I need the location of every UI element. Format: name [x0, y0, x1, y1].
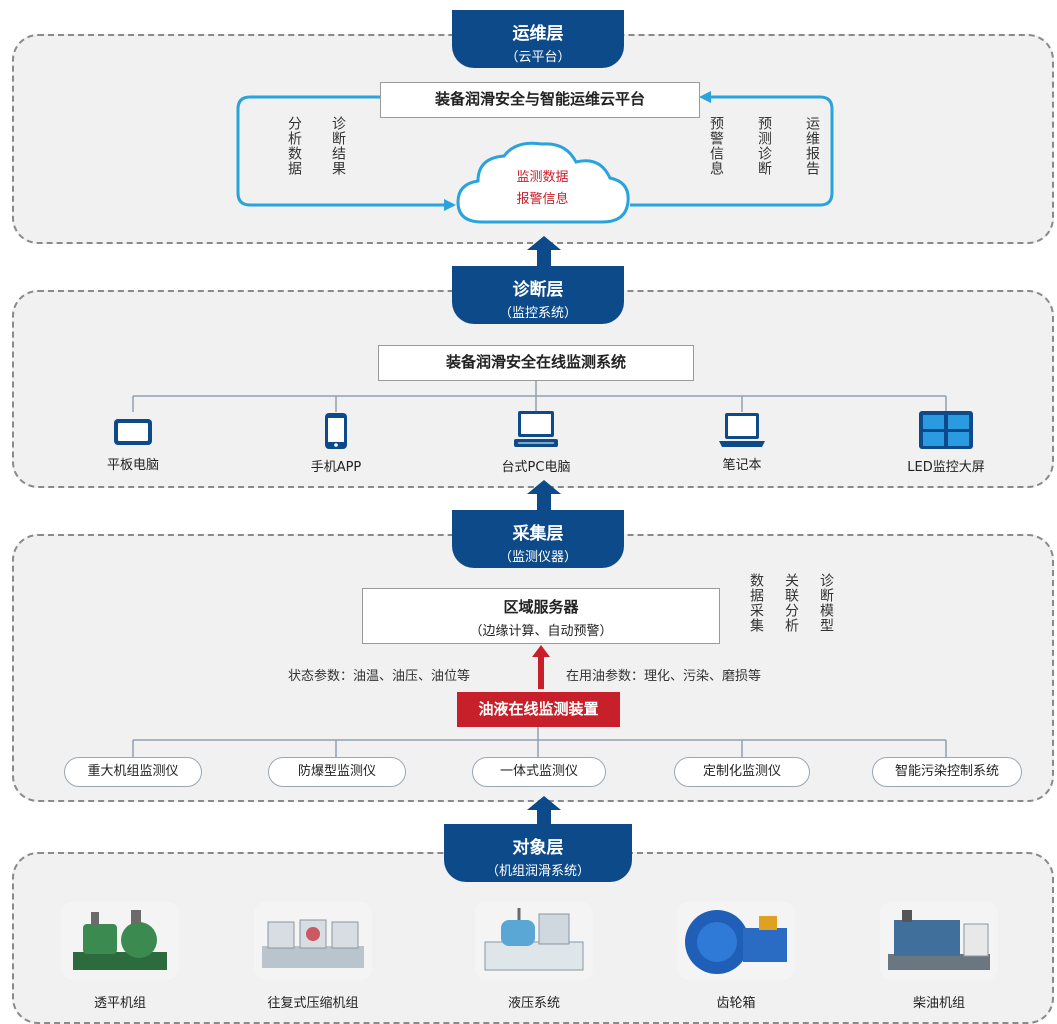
ops-layer-subtitle: （云平台）: [505, 50, 571, 65]
instrument-major-unit: 重大机组监测仪: [64, 757, 202, 787]
device-laptop: 笔记本: [682, 412, 802, 473]
instrument-connector-lines: [132, 727, 947, 757]
collect-layer-title: 采集层: [512, 524, 564, 544]
device-phone: 手机APP: [276, 412, 396, 475]
side-label-data-collection: 数据采集: [748, 573, 764, 633]
gearbox-image: [677, 902, 795, 980]
instrument-integrated-label: 一体式监测仪: [499, 764, 578, 779]
cloud-line-1: 监测数据: [516, 170, 569, 185]
red-up-arrow: [532, 645, 550, 689]
diag-connector-lines: [132, 381, 947, 412]
diesel-unit-image: [880, 902, 998, 980]
device-desktop: 台式PC电脑: [476, 410, 596, 475]
equipment-turbine-unit-label: 透平机组: [93, 996, 146, 1011]
cloud-text: 监测数据 报警信息: [480, 167, 605, 211]
equipment-gearbox: 齿轮箱: [661, 902, 811, 1011]
turbine-unit-image: [61, 902, 179, 980]
device-desktop-label: 台式PC电脑: [501, 460, 571, 475]
hydraulic-system-image: [475, 902, 593, 980]
ops-flow-arrows: [236, 91, 834, 211]
left-label-analysis-data: 分析数据: [286, 116, 302, 176]
object-layer-title: 对象层: [512, 838, 564, 858]
object-layer-tab: 对象层 （机组润滑系统）: [444, 824, 632, 882]
reciprocating-compressor-image: [254, 902, 372, 980]
device-laptop-label: 笔记本: [722, 458, 762, 473]
up-arrow-collect-to-diag: [527, 480, 561, 512]
cloud-icon: [456, 141, 630, 224]
regional-server-box: 区域服务器 （边缘计算、自动预警）: [362, 588, 720, 644]
cloud-line-2: 报警信息: [516, 192, 569, 207]
equipment-reciprocating-compressor-label: 往复式压缩机组: [267, 996, 359, 1011]
state-params-label: 状态参数：油温、油压、油位等: [288, 669, 471, 684]
right-label-warning-info: 预警信息: [708, 116, 724, 176]
instrument-customized: 定制化监测仪: [674, 757, 810, 787]
diag-layer-subtitle: （监控系统）: [498, 306, 577, 321]
instrument-major-unit-label: 重大机组监测仪: [87, 764, 179, 779]
up-arrow-object-to-collect: [527, 796, 561, 826]
instrument-pollution-control-label: 智能污染控制系统: [894, 764, 999, 779]
regional-server-title: 区域服务器: [503, 598, 579, 616]
equipment-gearbox-label: 齿轮箱: [716, 996, 756, 1011]
led-screen-icon: [919, 411, 973, 449]
instrument-explosion-proof: 防爆型监测仪: [268, 757, 406, 787]
equipment-reciprocating-compressor: 往复式压缩机组: [238, 902, 388, 1011]
cloud-platform-label: 装备润滑安全与智能运维云平台: [434, 90, 645, 108]
equipment-hydraulic-system: 液压系统: [459, 902, 609, 1011]
monitoring-system-box: 装备润滑安全在线监测系统: [378, 345, 694, 381]
device-led-screen: LED监控大屏: [886, 410, 1006, 475]
device-tablet-label: 平板电脑: [106, 458, 159, 473]
right-label-prediction-diagnosis: 预测诊断: [756, 116, 772, 176]
device-tablet: 平板电脑: [73, 416, 193, 473]
regional-server-subtitle: （边缘计算、自动预警）: [469, 624, 613, 639]
desktop-icon: [514, 411, 558, 447]
diag-layer-tab: 诊断层 （监控系统）: [452, 266, 624, 324]
instrument-integrated: 一体式监测仪: [472, 757, 606, 787]
monitoring-system-label: 装备润滑安全在线监测系统: [445, 353, 626, 371]
oil-monitoring-device-label: 油液在线监测装置: [478, 700, 599, 718]
instrument-customized-label: 定制化监测仪: [702, 764, 781, 779]
side-label-correlation-analysis: 关联分析: [783, 573, 799, 633]
cloud-platform-box: 装备润滑安全与智能运维云平台: [380, 82, 700, 118]
right-label-ops-report: 运维报告: [804, 116, 820, 176]
left-label-diagnosis-result: 诊断结果: [330, 116, 346, 176]
up-arrow-diag-to-ops: [527, 236, 561, 268]
instrument-pollution-control: 智能污染控制系统: [872, 757, 1022, 787]
device-led-screen-label: LED监控大屏: [907, 460, 985, 475]
instrument-explosion-proof-label: 防爆型监测仪: [297, 764, 376, 779]
equipment-hydraulic-system-label: 液压系统: [507, 996, 560, 1011]
laptop-icon: [719, 413, 765, 447]
oil-monitoring-device-box: 油液在线监测装置: [457, 692, 620, 727]
side-label-diagnosis-model: 诊断模型: [818, 573, 834, 633]
collect-layer-subtitle: （监测仪器）: [498, 550, 577, 565]
equipment-turbine-unit: 透平机组: [45, 902, 195, 1011]
equipment-diesel-unit: 柴油机组: [864, 902, 1014, 1011]
oil-params-label: 在用油参数：理化、污染、磨损等: [566, 669, 762, 684]
phone-icon: [325, 413, 347, 449]
tablet-icon: [114, 419, 152, 445]
ops-layer-tab: 运维层 （云平台）: [452, 10, 624, 68]
device-phone-label: 手机APP: [310, 460, 362, 475]
ops-layer-title: 运维层: [512, 24, 564, 44]
diag-layer-title: 诊断层: [512, 280, 564, 300]
collect-layer-tab: 采集层 （监测仪器）: [452, 510, 624, 568]
equipment-diesel-unit-label: 柴油机组: [912, 996, 965, 1011]
object-layer-subtitle: （机组润滑系统）: [485, 864, 590, 879]
